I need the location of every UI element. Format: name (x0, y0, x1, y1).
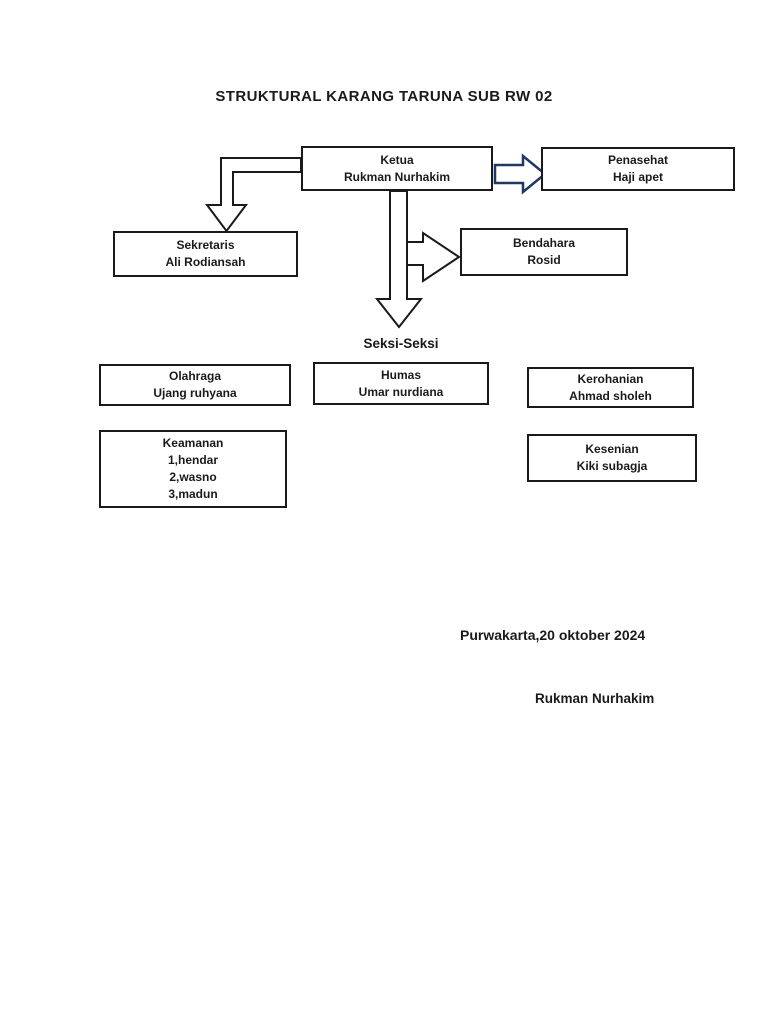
org-box-keamanan-member: 2,wasno (169, 470, 217, 484)
org-box-kerohanian-name: Ahmad sholeh (569, 388, 652, 403)
org-box-bendahara: Bendahara Rosid (460, 228, 628, 276)
org-box-keamanan: Keamanan 1,hendar 2,wasno 3,madun (99, 430, 287, 508)
org-box-humas: Humas Umar nurdiana (313, 362, 489, 405)
org-box-ketua-name: Rukman Nurhakim (343, 169, 451, 184)
org-box-bendahara-name: Rosid (527, 253, 561, 267)
arrow-ketua-to-penasehat-icon (493, 153, 547, 195)
arrow-ketua-to-seksi-icon (374, 190, 424, 329)
org-box-sekretaris: Sekretaris Ali Rodiansah (113, 231, 298, 277)
signature-name-text: Rukman Nurhakim (535, 691, 655, 706)
org-box-penasehat: Penasehat Haji apet (541, 147, 735, 191)
org-box-olahraga: Olahraga Ujang ruhyana (99, 364, 291, 406)
org-box-olahraga-role: Olahraga (168, 369, 222, 383)
org-box-kerohanian: Kerohanian Ahmad sholeh (527, 367, 694, 408)
arrow-ketua-to-bendahara-icon (406, 231, 461, 283)
page-title: STRUKTURAL KARANG TARUNA SUB RW 02 (215, 88, 553, 105)
place-date-text: Purwakarta,20 oktober 2024 (460, 627, 646, 643)
org-box-ketua: Ketua Rukman Nurhakim (301, 146, 493, 191)
org-box-humas-name: Umar nurdiana (358, 384, 444, 399)
org-box-kerohanian-role: Kerohanian (577, 371, 644, 386)
org-box-humas-role: Humas (380, 367, 421, 382)
org-box-bendahara-role: Bendahara (512, 236, 576, 250)
org-box-penasehat-role: Penasehat (607, 153, 669, 167)
arrow-ketua-to-sekretaris-icon (205, 157, 302, 233)
section-label-seksi: Seksi-Seksi (363, 336, 439, 351)
org-box-sekretaris-role: Sekretaris (176, 238, 235, 252)
org-box-ketua-role: Ketua (380, 152, 414, 167)
org-box-kesenian-role: Kesenian (585, 442, 639, 456)
org-box-penasehat-name: Haji apet (612, 170, 663, 184)
org-box-keamanan-role: Keamanan (162, 436, 224, 450)
org-box-kesenian: Kesenian Kiki subagja (527, 434, 697, 482)
org-box-olahraga-name: Ujang ruhyana (153, 386, 237, 400)
org-box-keamanan-member: 3,madun (168, 487, 218, 501)
org-box-keamanan-member: 1,hendar (167, 453, 218, 467)
org-box-kesenian-name: Kiki subagja (576, 459, 648, 473)
org-box-sekretaris-name: Ali Rodiansah (165, 255, 246, 269)
